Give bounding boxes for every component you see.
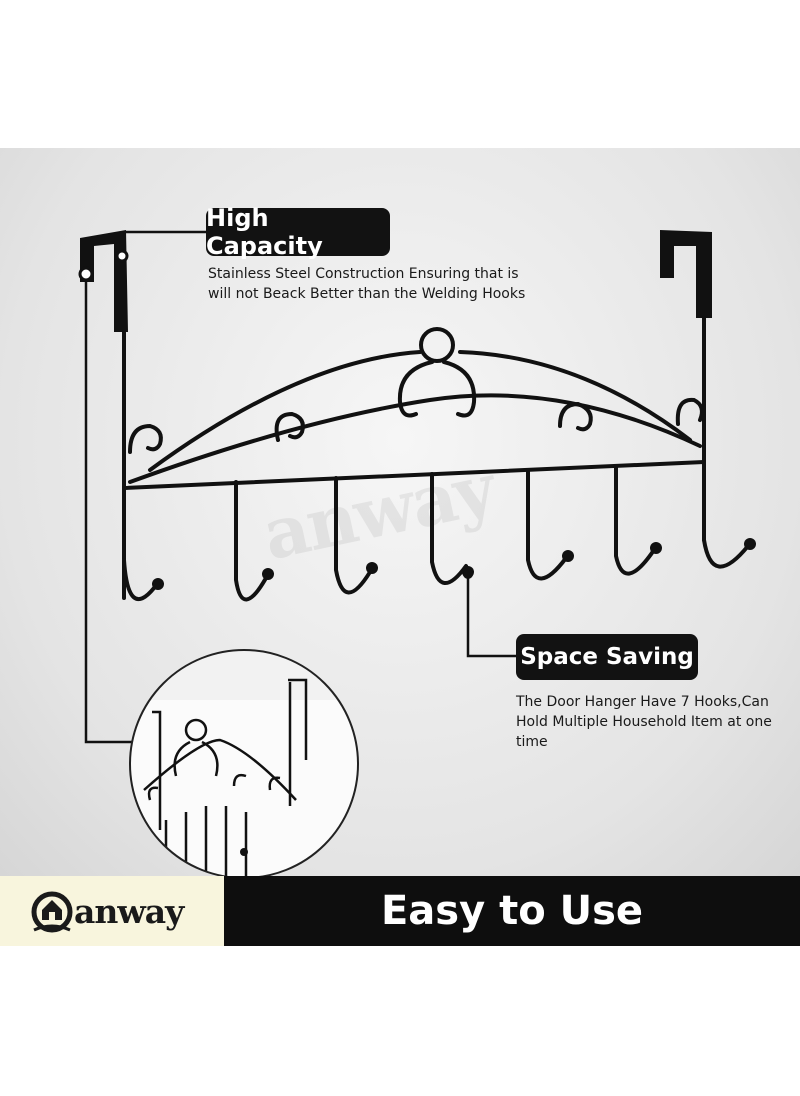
- brand-logo: anway: [30, 884, 184, 938]
- high-capacity-label: High Capacity: [206, 204, 390, 260]
- space-saving-label: Space Saving: [516, 634, 698, 680]
- zoom-leader: [84, 282, 132, 744]
- title-banner: Easy to Use: [224, 876, 800, 946]
- bottom-bar: [122, 460, 706, 490]
- right-door-bracket: [660, 230, 712, 318]
- saving-leader: [466, 576, 516, 658]
- banner-title: Easy to Use: [380, 888, 644, 934]
- brand-banner: [0, 876, 224, 946]
- left-door-bracket: [78, 230, 129, 332]
- house-logo-icon: [31, 891, 73, 933]
- brand-name: anway: [74, 891, 184, 931]
- top-bar: [128, 393, 702, 484]
- high-capacity-description: Stainless Steel Construction Ensuring th…: [208, 266, 526, 302]
- arch: [148, 350, 692, 472]
- space-saving-description: The Door Hanger Have 7 Hooks,Can Hold Mu…: [516, 694, 772, 750]
